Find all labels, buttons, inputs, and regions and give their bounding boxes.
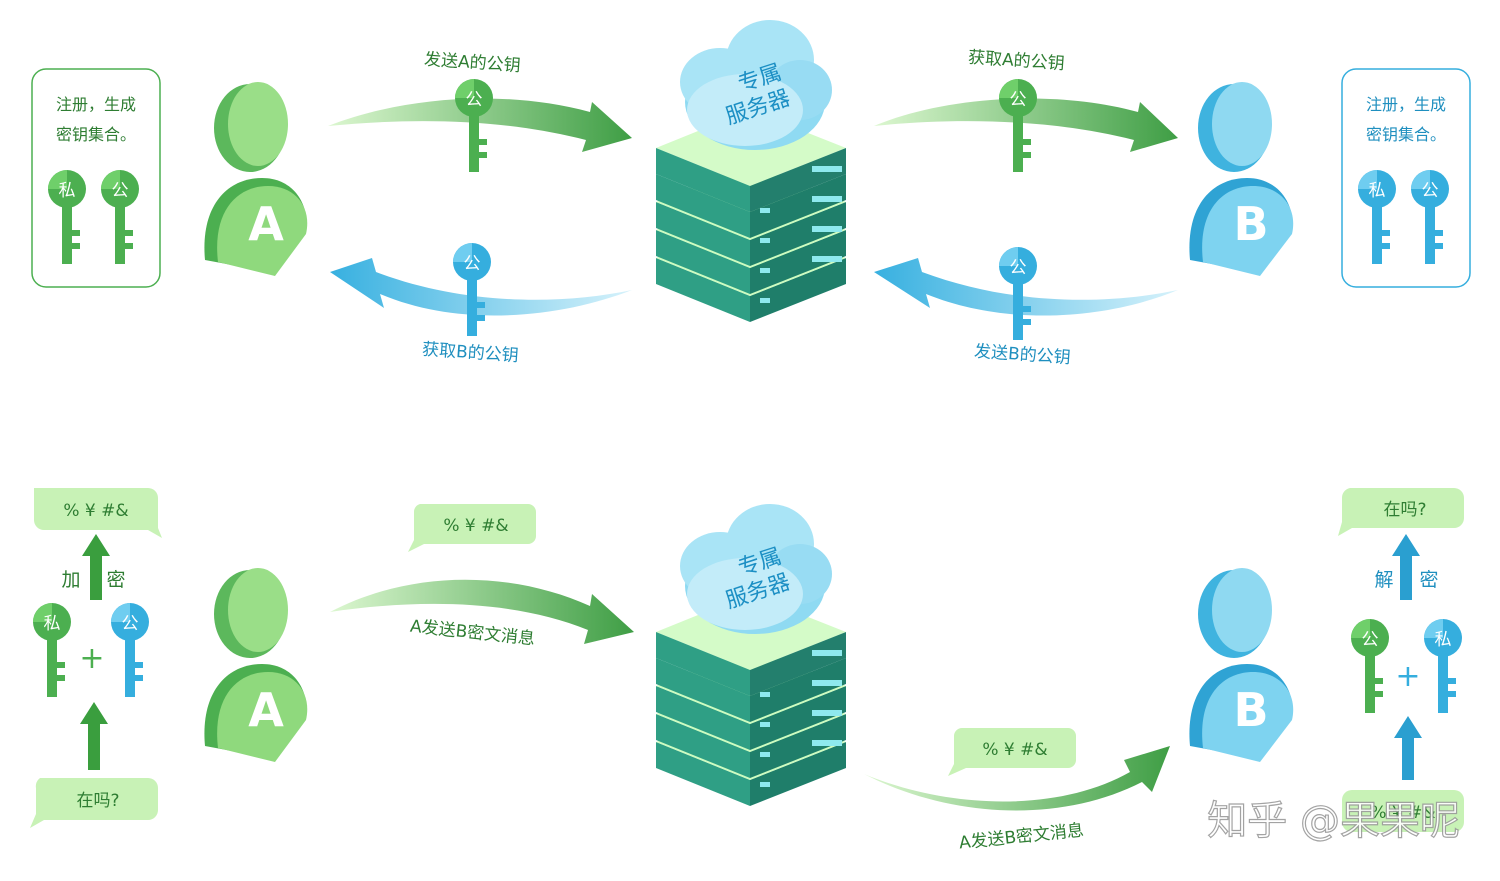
bubble-a-to-server-text: % ¥ #& xyxy=(443,516,508,536)
public-key-icon: 公 xyxy=(453,243,491,336)
public-key-icon: 公 xyxy=(999,79,1037,172)
user-a-avatar-bottom: A xyxy=(204,568,308,762)
arrow-up-icon xyxy=(1392,534,1420,600)
decrypt-plain-text: 在吗? xyxy=(1383,500,1426,520)
user-b-letter: B xyxy=(1233,197,1268,251)
card-a-private-label: 私 xyxy=(59,181,76,201)
encrypt-private-label: 私 xyxy=(44,614,61,634)
arrow-a-to-server-bottom-label: A发送B密文消息 xyxy=(409,617,536,650)
public-key-icon: 公 xyxy=(101,170,139,264)
private-key-icon: 私 xyxy=(1424,619,1462,713)
encrypt-label-left: 加 xyxy=(61,569,80,591)
private-key-icon: 私 xyxy=(48,170,86,264)
arrow-server-to-b-label: 获取A的公钥 xyxy=(967,48,1065,75)
card-b-public-label: 公 xyxy=(1422,181,1439,201)
cipher-bubble-b: % ¥ #& xyxy=(1342,790,1464,832)
watermark-text: 知乎 @果果呢 xyxy=(1207,798,1460,844)
decrypt-cipher-text: % ¥ #& xyxy=(1370,803,1435,823)
card-a-key-set: 注册，生成 密钥集合。 私 公 xyxy=(31,68,161,288)
arrow-server-to-a-label: 获取B的公钥 xyxy=(421,340,519,367)
arrow-up-icon xyxy=(80,702,108,770)
arrow-b-to-server: 发送B的公钥 公 xyxy=(874,247,1178,368)
card-b-text-line2: 密钥集合。 xyxy=(1366,125,1446,144)
arrow-server-to-b-bottom: % ¥ #& A发送B密文消息 xyxy=(864,728,1170,854)
server-rack-bottom: 专属 服务器 xyxy=(656,504,846,806)
cipher-bubble-server-to-b: % ¥ #& xyxy=(948,728,1076,776)
arrow-up-icon xyxy=(82,534,110,600)
public-key-icon: 公 xyxy=(1351,619,1389,713)
decrypt-plus: + xyxy=(1395,659,1420,694)
encrypt-public-label: 公 xyxy=(122,614,139,634)
user-a-avatar-top: A xyxy=(204,82,308,276)
decrypt-private-label: 私 xyxy=(1435,630,1452,650)
arrow-a-to-server-label: 发送A的公钥 xyxy=(423,50,521,77)
cipher-bubble-a: % ¥ #& xyxy=(34,488,162,538)
card-a-text-line2: 密钥集合。 xyxy=(56,125,136,144)
decrypt-public-label: 公 xyxy=(1362,630,1379,650)
decrypt-label-left: 解 xyxy=(1374,569,1393,591)
public-key-icon: 公 xyxy=(455,79,493,172)
decrypt-panel: 在吗? 解 密 公 + 私 % ¥ #& xyxy=(1338,488,1464,832)
arrow-a-to-server: 发送A的公钥 公 xyxy=(328,50,632,172)
user-a-letter: A xyxy=(248,197,284,251)
card-a-text-line1: 注册，生成 xyxy=(56,95,136,114)
cloud-icon: 专属 服务器 xyxy=(680,20,832,150)
private-key-icon: 私 xyxy=(1358,170,1396,264)
arrow-a-to-server-bottom: % ¥ #& A发送B密文消息 xyxy=(330,504,634,650)
arrow-a-to-server-key: 公 xyxy=(466,90,483,110)
server-rack-top: 专属 服务器 xyxy=(656,20,846,322)
arrow-server-to-b-bottom-label: A发送B密文消息 xyxy=(958,821,1085,854)
private-key-icon: 私 xyxy=(33,603,71,697)
arrow-server-to-a-key: 公 xyxy=(464,254,481,274)
decrypt-label-right: 密 xyxy=(1419,569,1438,591)
card-b-key-set: 注册，生成 密钥集合。 私 公 xyxy=(1341,68,1471,288)
arrow-b-to-server-label: 发送B的公钥 xyxy=(973,342,1071,369)
arrow-server-to-b: 获取A的公钥 公 xyxy=(874,48,1178,172)
user-b-avatar-top: B xyxy=(1189,82,1294,276)
plain-bubble-b: 在吗? xyxy=(1338,488,1464,536)
user-b-avatar-bottom: B xyxy=(1189,568,1294,762)
public-key-icon: 公 xyxy=(999,247,1037,340)
plain-bubble-a: 在吗? xyxy=(30,778,158,828)
cipher-bubble-a-to-server: % ¥ #& xyxy=(408,504,536,552)
encrypt-plus: + xyxy=(79,641,104,676)
card-a-public-label: 公 xyxy=(112,181,129,201)
encrypt-plain-text: 在吗? xyxy=(76,791,119,811)
arrow-server-to-a: 获取B的公钥 公 xyxy=(330,243,632,366)
encrypt-label-right: 密 xyxy=(106,569,125,591)
user-b-letter-bottom: B xyxy=(1233,683,1268,737)
arrow-up-icon xyxy=(1394,716,1422,780)
encrypt-cipher-text: % ¥ #& xyxy=(63,501,128,521)
card-b-text-line1: 注册，生成 xyxy=(1366,95,1446,114)
public-key-icon: 公 xyxy=(1411,170,1449,264)
public-key-icon: 公 xyxy=(111,603,149,697)
user-a-letter-bottom: A xyxy=(248,683,284,737)
card-b-private-label: 私 xyxy=(1369,181,1386,201)
arrow-server-to-b-key: 公 xyxy=(1010,90,1027,110)
encrypt-panel: % ¥ #& 加 密 私 + 公 在吗? xyxy=(30,488,162,828)
cloud-icon: 专属 服务器 xyxy=(680,504,832,634)
bubble-server-to-b-text: % ¥ #& xyxy=(982,740,1047,760)
arrow-b-to-server-key: 公 xyxy=(1010,258,1027,278)
